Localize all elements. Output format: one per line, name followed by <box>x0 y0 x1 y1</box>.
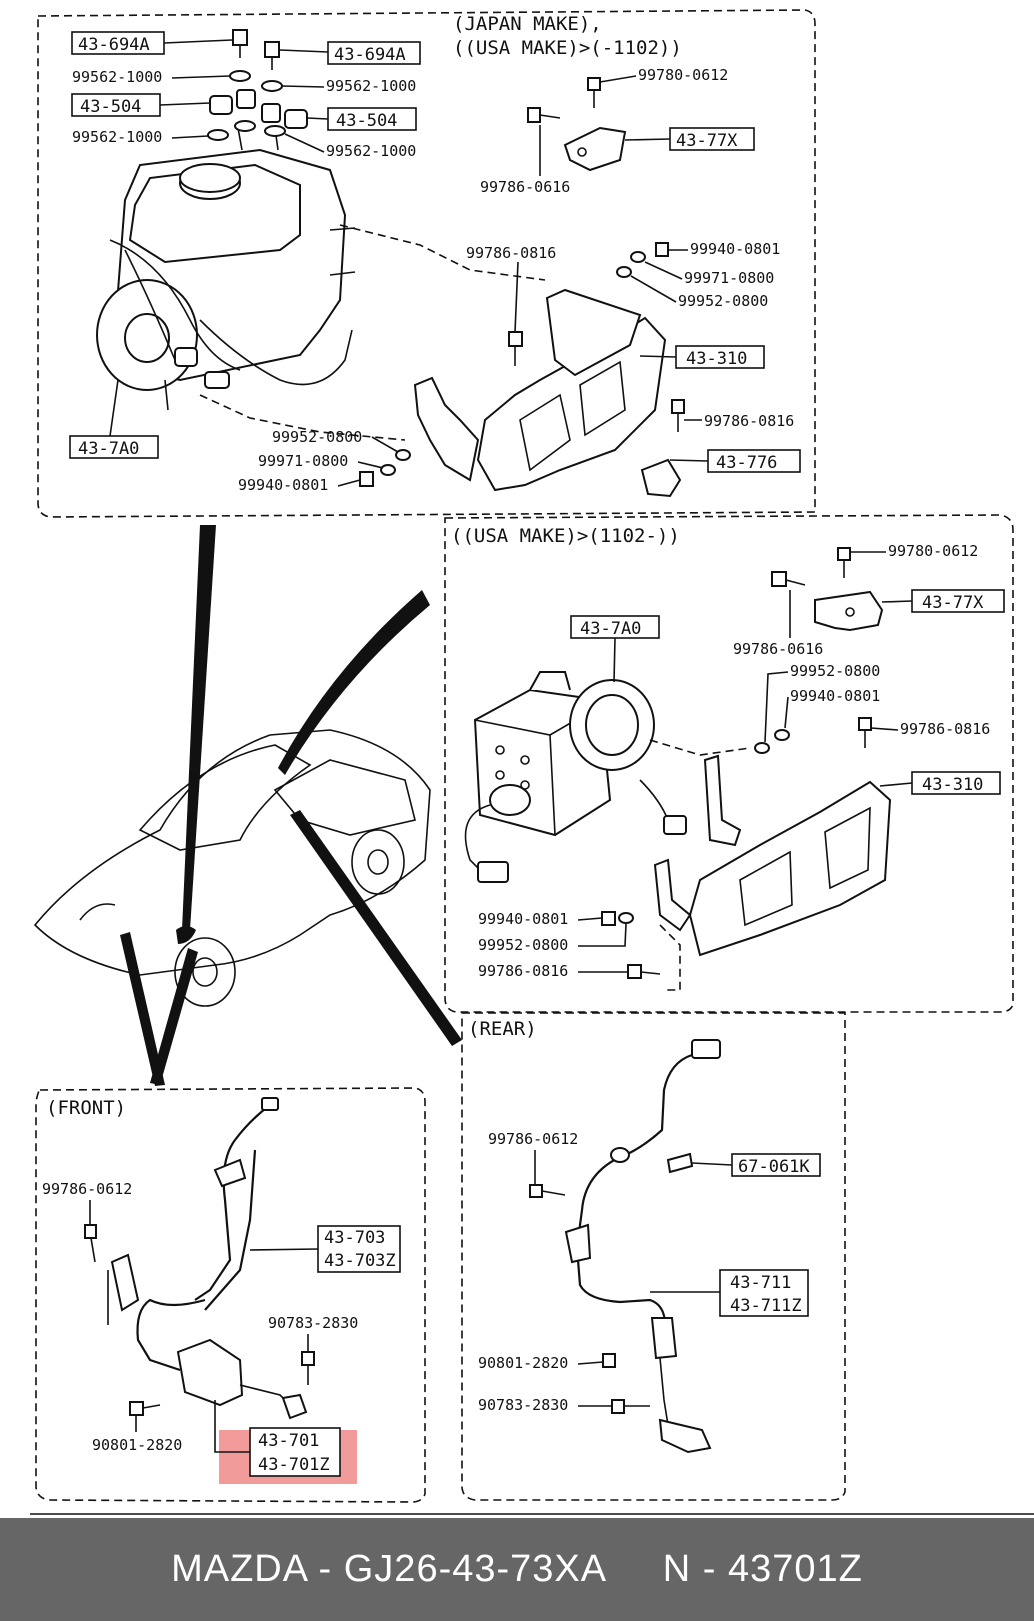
top-section-frame <box>37 9 816 518</box>
rear-header: (REAR) <box>468 1018 537 1040</box>
callouts-rear: 99786-0612 67-061K 43-711 43-711Z 90801-… <box>478 1130 821 1414</box>
label-43-701: 43-701 <box>258 1431 319 1451</box>
callouts-top: 43-694A 43-694A 99562-1000 99562-1000 43… <box>69 31 801 494</box>
label-99940-0801-middle-a: 99940-0801 <box>790 687 880 705</box>
label-90783-2830-front: 90783-2830 <box>268 1314 358 1332</box>
fittings-top <box>207 29 308 141</box>
label-99562-1000-d: 99562-1000 <box>326 142 416 160</box>
label-43-703: 43-703 <box>324 1228 385 1248</box>
label-99786-0816-middle-b: 99786-0816 <box>478 962 568 980</box>
rear-sensor-drawing <box>529 1039 721 1454</box>
front-section-frame <box>35 1087 426 1503</box>
label-43-711: 43-711 <box>730 1273 791 1293</box>
hydraulic-unit-top <box>96 127 356 411</box>
label-99940-0801-top-a: 99940-0801 <box>690 240 780 258</box>
label-43-77X-top: 43-77X <box>676 131 738 151</box>
hydraulic-unit-middle <box>464 671 687 883</box>
label-43-7A0-top: 43-7A0 <box>78 439 139 459</box>
dashed-link-middle <box>649 739 751 756</box>
footer-part-number-text: MAZDA - GJ26-43-73XA N - 43701Z <box>171 1548 863 1590</box>
label-99940-0801-top-b: 99940-0801 <box>238 476 328 494</box>
callouts-front: 99786-0612 43-703 43-703Z 90783-2830 908… <box>42 1180 401 1477</box>
label-90801-2820-front: 90801-2820 <box>92 1436 182 1454</box>
label-99786-0816-middle-a: 99786-0816 <box>900 720 990 738</box>
front-sensor-drawing <box>84 1097 315 1420</box>
label-99562-1000-b: 99562-1000 <box>326 77 416 95</box>
rear-section-frame <box>461 1012 846 1501</box>
label-90783-2830-rear: 90783-2830 <box>478 1396 568 1414</box>
label-43-7A0-middle: 43-7A0 <box>580 619 641 639</box>
top-header-1: (JAPAN MAKE), <box>453 13 602 35</box>
label-99780-0612-top: 99780-0612 <box>638 66 728 84</box>
label-99562-1000-c: 99562-1000 <box>72 128 162 146</box>
car-illustration <box>33 729 431 1007</box>
label-99780-0612-middle: 99780-0612 <box>888 542 978 560</box>
label-43-310-top: 43-310 <box>686 349 747 369</box>
label-99562-1000-a: 99562-1000 <box>72 68 162 86</box>
label-43-310-middle: 43-310 <box>922 775 983 795</box>
label-99952-0800-top-a: 99952-0800 <box>678 292 768 310</box>
label-99952-0800-middle-b: 99952-0800 <box>478 936 568 954</box>
bolts-top <box>359 77 685 487</box>
label-43-77X-middle: 43-77X <box>922 593 984 613</box>
dashed-link-top-2 <box>199 394 406 441</box>
label-99786-0612-front: 99786-0612 <box>42 1180 132 1198</box>
label-99952-0800-top-b: 99952-0800 <box>272 428 362 446</box>
part-number-footer: MAZDA - GJ26-43-73XA N - 43701Z <box>0 1518 1034 1621</box>
label-43-776-top: 43-776 <box>716 453 777 473</box>
label-43-711Z: 43-711Z <box>730 1296 802 1316</box>
label-99786-0816-top-b: 99786-0816 <box>704 412 794 430</box>
bolts-middle <box>601 547 872 979</box>
label-43-694A-right: 43-694A <box>334 45 406 65</box>
label-43-701Z: 43-701Z <box>258 1455 330 1475</box>
label-99786-0616-middle: 99786-0616 <box>733 640 823 658</box>
label-90801-2820-rear: 90801-2820 <box>478 1354 568 1372</box>
top-header-2: ((USA MAKE)>(-1102)) <box>453 37 682 59</box>
middle-header: ((USA MAKE)>(1102-)) <box>451 525 680 547</box>
bracket-top <box>413 126 682 498</box>
callouts-middle: 99780-0612 43-77X 99786-0616 43-7A0 9995… <box>478 542 1005 980</box>
label-67-061K: 67-061K <box>738 1157 810 1177</box>
label-43-504-left: 43-504 <box>80 97 141 117</box>
parts-diagram: (JAPAN MAKE), ((USA MAKE)>(-1102)) ((USA… <box>30 9 1034 1515</box>
label-99786-0616-top: 99786-0616 <box>480 178 570 196</box>
label-99786-0612-rear: 99786-0612 <box>488 1130 578 1148</box>
pointer-lines <box>120 525 462 1086</box>
label-99786-0816-top-a: 99786-0816 <box>466 244 556 262</box>
label-99940-0801-middle-b: 99940-0801 <box>478 910 568 928</box>
middle-section-frame <box>444 514 1014 1013</box>
label-43-703Z: 43-703Z <box>324 1251 396 1271</box>
label-99971-0800-top-a: 99971-0800 <box>684 269 774 287</box>
front-header: (FRONT) <box>46 1097 126 1119</box>
dashed-link-top <box>339 224 546 281</box>
dashed-link-middle-2 <box>659 924 681 991</box>
label-99971-0800-top-b: 99971-0800 <box>258 452 348 470</box>
label-43-694A-left: 43-694A <box>78 35 150 55</box>
label-99952-0800-middle-a: 99952-0800 <box>790 662 880 680</box>
label-43-504-right: 43-504 <box>336 111 397 131</box>
bracket-middle <box>653 590 892 957</box>
